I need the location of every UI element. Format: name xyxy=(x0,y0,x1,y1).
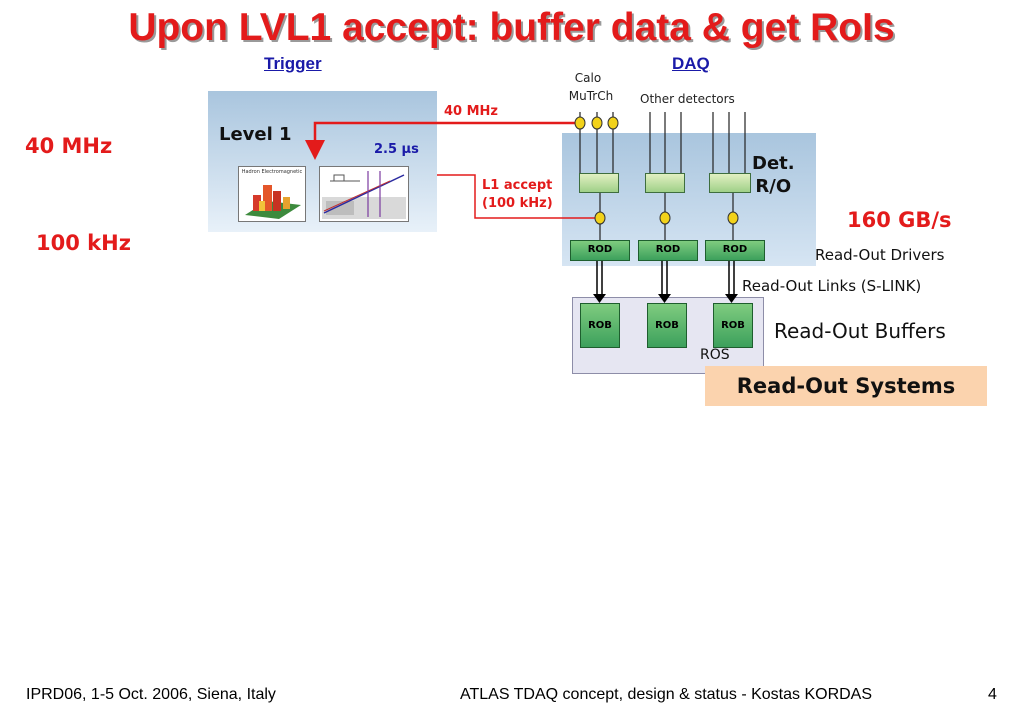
read-out-systems-label: Read-Out Systems xyxy=(705,366,987,406)
detector-readout-label: Det. R/O xyxy=(752,152,795,198)
daq-header: DAQ xyxy=(672,54,710,73)
pipeline-buffer-3 xyxy=(709,173,751,193)
other-detectors-label: Other detectors xyxy=(640,92,735,106)
calorimeter-towers-graphic xyxy=(245,185,301,219)
pipeline-buffer-1 xyxy=(579,173,619,193)
read-out-buffers-label: Read-Out Buffers xyxy=(774,319,946,343)
slink-arrows xyxy=(596,260,735,296)
bandwidth-rate: 160 GB/s xyxy=(847,208,952,232)
page-title: Upon LVL1 accept: buffer data & get RoIs xyxy=(128,6,895,49)
muon-trigger-graphic xyxy=(322,171,406,219)
buffer-to-rod-lines xyxy=(599,191,734,240)
latency-label: 2.5 µs xyxy=(374,142,419,157)
junction-dots xyxy=(574,116,739,225)
clock-freq-label: 40 MHz xyxy=(444,104,498,119)
thumb-caption: Hadron Electromagnetic xyxy=(241,169,303,175)
rob-2: ROB xyxy=(647,303,687,348)
detector-lines xyxy=(579,112,746,174)
ros-label: ROS xyxy=(700,347,730,363)
rod-3: ROD xyxy=(705,240,765,261)
mutrch-label: MuTrCh xyxy=(568,89,614,103)
rod-2: ROD xyxy=(638,240,698,261)
ro-label: R/O xyxy=(755,176,792,197)
clock-signal-line xyxy=(305,121,580,160)
det-label: Det. xyxy=(752,153,795,174)
rod-1: ROD xyxy=(570,240,630,261)
l1-accept-line xyxy=(437,174,598,219)
l1-rate: 100 kHz xyxy=(36,231,131,255)
level1-label: Level 1 xyxy=(219,124,292,145)
footer-conference: IPRD06, 1-5 Oct. 2006, Siena, Italy xyxy=(26,686,276,703)
l1-accept-rate-label: (100 kHz) xyxy=(482,196,553,211)
l1-accept-label: L1 accept xyxy=(482,178,553,193)
page-number: 4 xyxy=(988,686,997,703)
read-out-links-label: Read-Out Links (S-LINK) xyxy=(742,277,922,295)
trigger-header: Trigger xyxy=(264,54,322,73)
calorimeter-image: Hadron Electromagnetic xyxy=(238,166,306,222)
calo-label: Calo xyxy=(574,71,602,85)
rob-1: ROB xyxy=(580,303,620,348)
rob-3: ROB xyxy=(713,303,753,348)
input-rate: 40 MHz xyxy=(25,134,113,158)
footer-talk-title: ATLAS TDAQ concept, design & status - Ko… xyxy=(460,686,873,703)
read-out-drivers-label: Read-Out Drivers xyxy=(815,246,945,264)
muon-trigger-image xyxy=(319,166,409,222)
pipeline-buffer-2 xyxy=(645,173,685,193)
